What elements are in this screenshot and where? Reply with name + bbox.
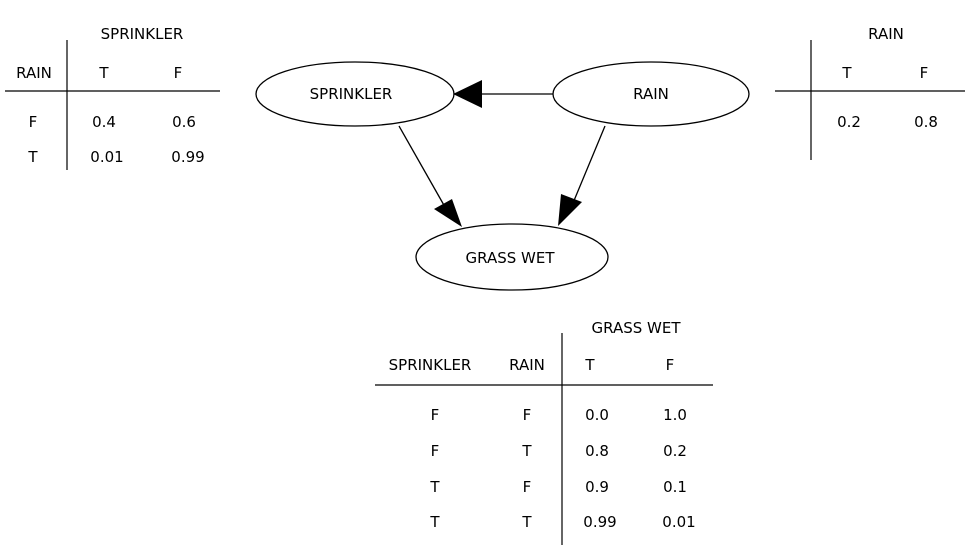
edge-sprinkler-to-grass-wet <box>398 125 462 227</box>
grass-wet-cpt-cell: 0.01 <box>662 513 695 531</box>
grass-wet-cpt-row-sprinkler: F <box>431 442 440 460</box>
sprinkler-cpt-cell: 0.4 <box>92 113 116 131</box>
rain-cpt-title: RAIN <box>868 25 904 43</box>
grass-wet-cpt-cell: 0.99 <box>583 513 616 531</box>
grass-wet-cpt-header-rain: RAIN <box>509 356 545 374</box>
grass-wet-cpt-row-sprinkler: T <box>429 513 440 531</box>
sprinkler-cpt-cell: 0.6 <box>172 113 196 131</box>
rain-cpt-cell: 0.8 <box>914 113 938 131</box>
edge-rain-to-grass-wet <box>558 125 606 226</box>
grass-wet-cpt-cell: 0.8 <box>585 442 609 460</box>
node-rain-label: RAIN <box>633 85 669 103</box>
arrowhead <box>558 194 582 226</box>
arrowhead <box>453 80 482 108</box>
grass-wet-cpt-table: GRASS WET SPRINKLER RAIN T F F F 0.0 1.0… <box>375 319 713 545</box>
edge-rain-to-sprinkler <box>453 80 553 108</box>
sprinkler-cpt-row-label: T <box>27 148 38 166</box>
grass-wet-cpt-col-f: F <box>666 356 675 374</box>
grass-wet-cpt-cell: 0.0 <box>585 406 609 424</box>
grass-wet-cpt-row-rain: F <box>523 478 532 496</box>
sprinkler-cpt-cell: 0.99 <box>171 148 204 166</box>
sprinkler-cpt-col-f: F <box>174 64 183 82</box>
sprinkler-cpt-col-t: T <box>98 64 109 82</box>
grass-wet-cpt-cell: 0.2 <box>663 442 687 460</box>
sprinkler-cpt-cell: 0.01 <box>90 148 123 166</box>
sprinkler-cpt-title: SPRINKLER <box>101 25 184 43</box>
grass-wet-cpt-cell: 1.0 <box>663 406 687 424</box>
rain-cpt-cell: 0.2 <box>837 113 861 131</box>
grass-wet-cpt-row-sprinkler: F <box>431 406 440 424</box>
grass-wet-cpt-row-sprinkler: T <box>429 478 440 496</box>
grass-wet-cpt-row-rain: T <box>521 513 532 531</box>
node-grass-wet-label: GRASS WET <box>466 249 556 267</box>
grass-wet-cpt-row-rain: F <box>523 406 532 424</box>
grass-wet-cpt-col-t: T <box>584 356 595 374</box>
sprinkler-cpt-row-header: RAIN <box>16 64 52 82</box>
grass-wet-cpt-title: GRASS WET <box>592 319 682 337</box>
sprinkler-cpt-table: SPRINKLER RAIN T F F 0.4 0.6 T 0.01 0.99 <box>5 25 220 170</box>
node-rain: RAIN <box>552 61 750 127</box>
rain-cpt-table: RAIN T F 0.2 0.8 <box>775 25 965 160</box>
grass-wet-cpt-cell: 0.1 <box>663 478 687 496</box>
node-grass-wet: GRASS WET <box>415 223 609 291</box>
rain-cpt-col-t: T <box>841 64 852 82</box>
node-sprinkler: SPRINKLER <box>255 61 455 127</box>
arrowhead <box>434 199 462 227</box>
grass-wet-cpt-cell: 0.9 <box>585 478 609 496</box>
grass-wet-cpt-header-sprinkler: SPRINKLER <box>389 356 472 374</box>
node-sprinkler-label: SPRINKLER <box>310 85 393 103</box>
rain-cpt-col-f: F <box>920 64 929 82</box>
node-grass-wet-ellipse <box>415 223 609 291</box>
sprinkler-cpt-row-label: F <box>29 113 38 131</box>
grass-wet-cpt-row-rain: T <box>521 442 532 460</box>
